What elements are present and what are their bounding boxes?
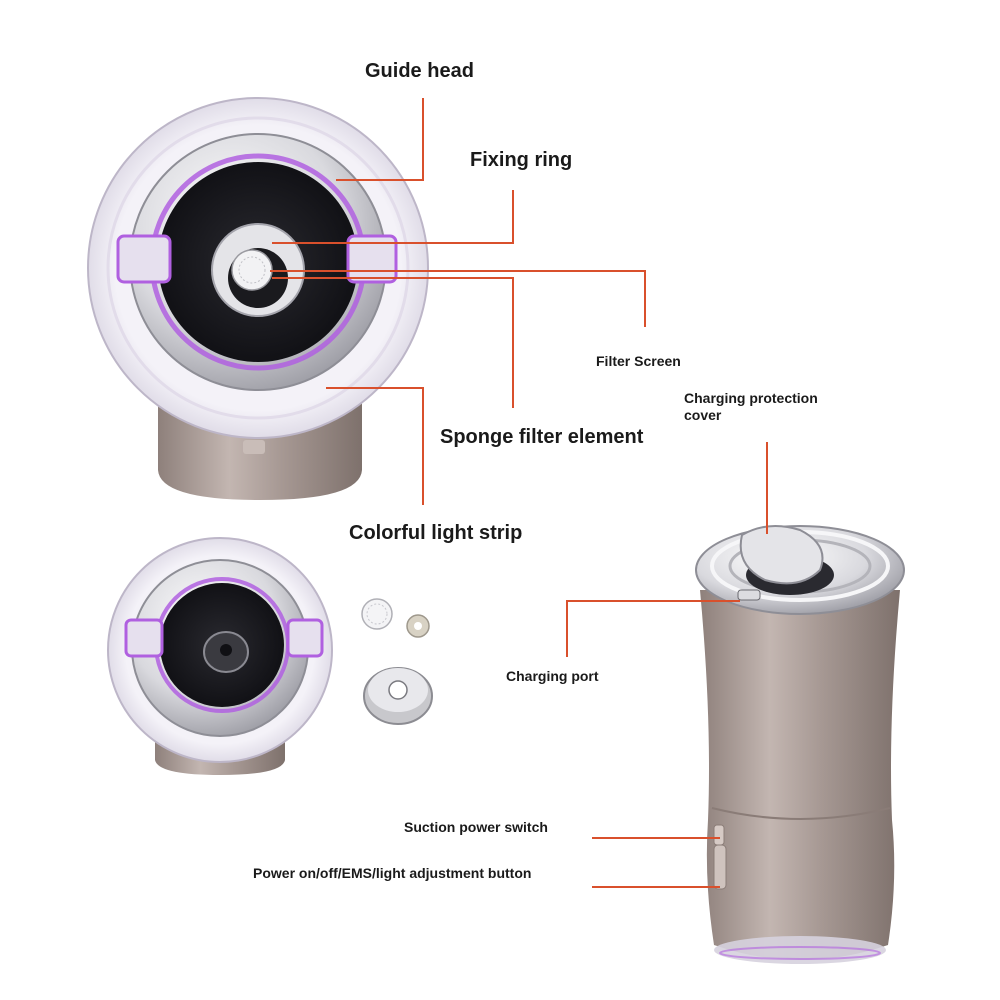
leader-fixing-ring — [272, 190, 514, 244]
filter-screen-mesh — [231, 249, 273, 291]
label-guide-head: Guide head — [365, 60, 474, 82]
label-colorful-light-strip: Colorful light strip — [349, 522, 523, 544]
leader-sponge-filter — [272, 277, 514, 408]
label-fixing-ring: Fixing ring — [470, 149, 573, 171]
suction-power-switch-part — [713, 824, 725, 846]
leader-lines — [270, 98, 768, 888]
leader-guide-head — [336, 98, 424, 181]
device-side-body — [700, 590, 900, 960]
device-side-view — [695, 525, 905, 964]
label-suction-power-switch: Suction power switch — [404, 819, 548, 835]
device-top-body-tab — [243, 440, 265, 454]
power-button-part — [713, 844, 727, 890]
label-sponge-filter-element: Sponge filter element — [440, 426, 644, 448]
leader-filter-screen — [270, 270, 646, 327]
charging-protection-cover-part — [739, 525, 824, 585]
device-top-view — [87, 97, 429, 500]
device-exploded-view — [107, 537, 333, 775]
leader-light-strip — [326, 387, 424, 505]
label-power-button: Power on/off/EMS/light adjustment button — [253, 865, 532, 881]
leader-charging-port — [566, 600, 740, 657]
label-charging-port: Charging port — [506, 668, 599, 684]
separate-filter-screen — [361, 598, 393, 630]
label-charging-protection-cover: Charging protection cover — [684, 390, 818, 423]
side-clip-left — [116, 234, 172, 284]
separate-small-ring — [406, 614, 430, 638]
label-filter-screen: Filter Screen — [596, 353, 681, 369]
separate-sponge-filter-element — [363, 667, 433, 725]
charging-port-part — [737, 589, 761, 601]
